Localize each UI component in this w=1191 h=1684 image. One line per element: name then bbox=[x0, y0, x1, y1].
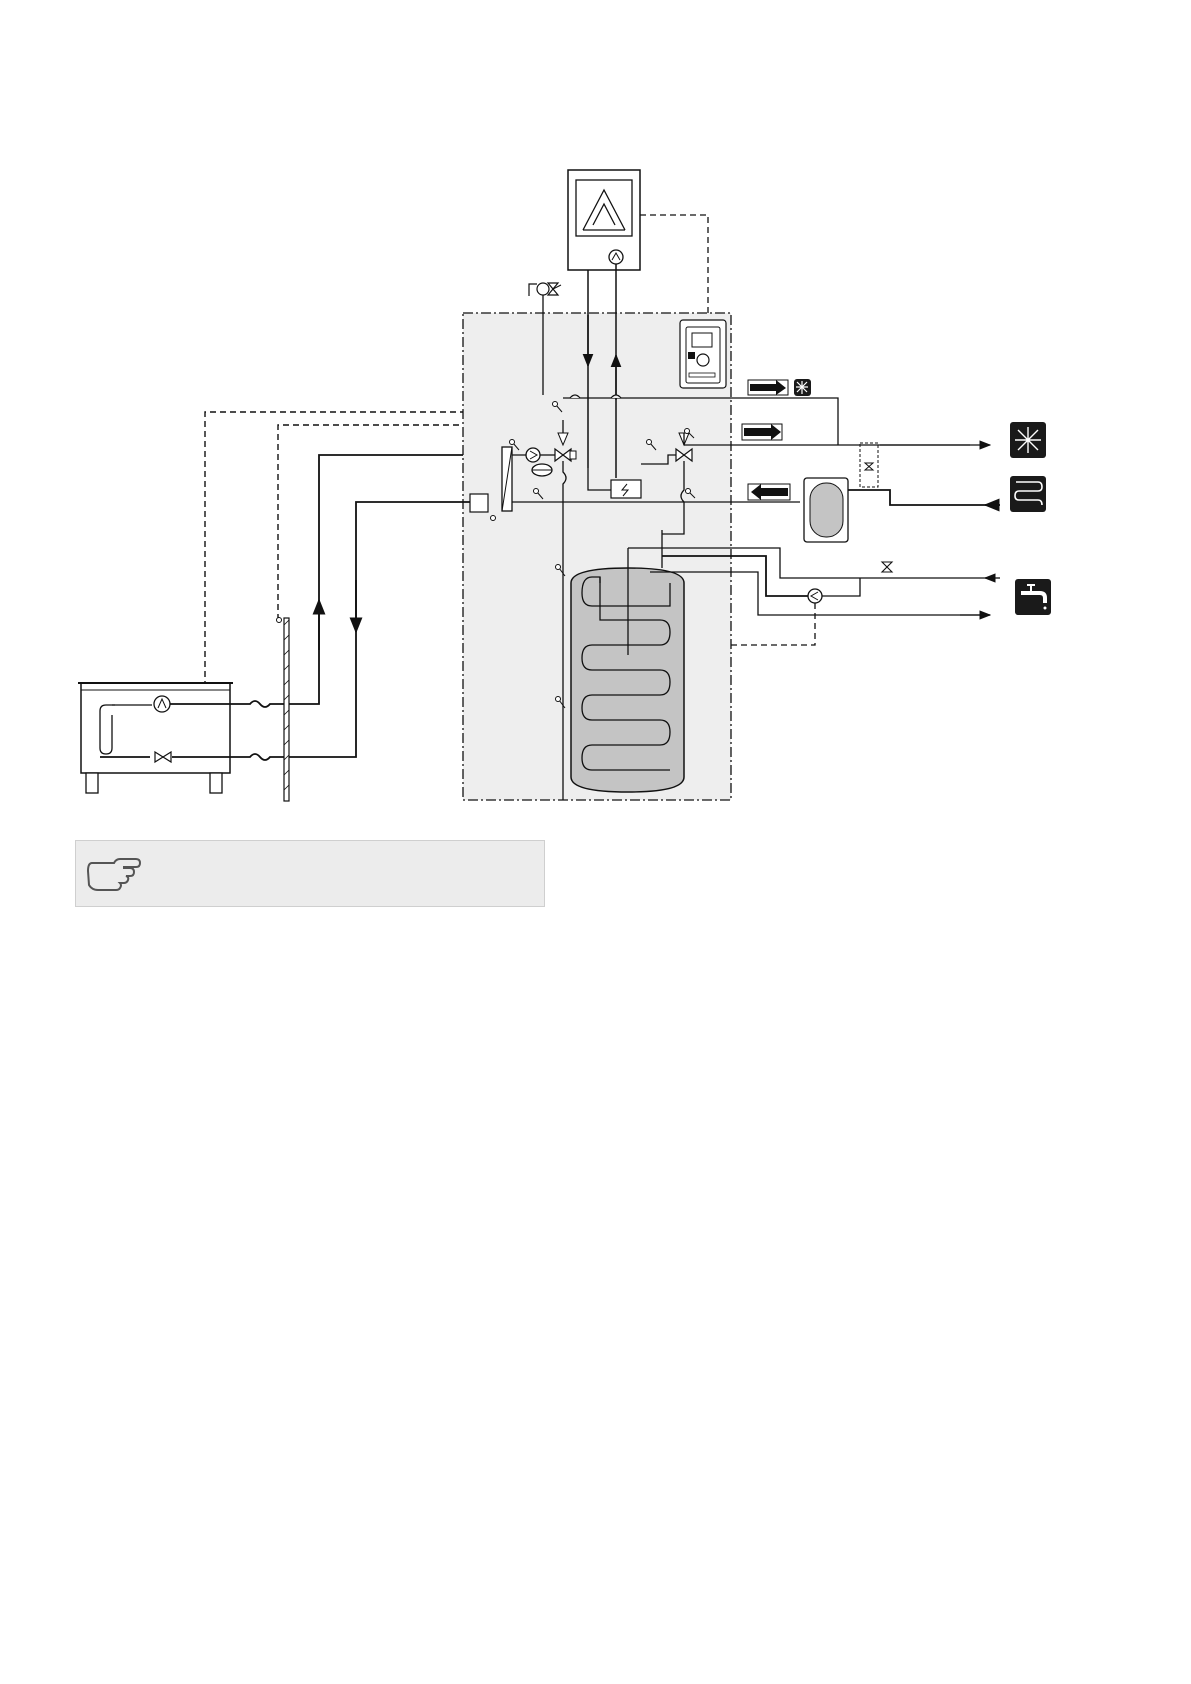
immersion-heater-icon bbox=[611, 480, 641, 498]
pointing-hand-icon bbox=[84, 851, 144, 893]
hot-water-tap-icon bbox=[1015, 579, 1051, 615]
outdoor-heat-pump-unit bbox=[568, 170, 640, 270]
brine-collector-unit bbox=[78, 683, 233, 793]
floor-heating-icon bbox=[1010, 476, 1046, 512]
mixing-valve-icon bbox=[882, 562, 892, 572]
cooling-flow-indicator bbox=[748, 379, 811, 396]
wall bbox=[284, 618, 289, 801]
return-flow-indicator bbox=[748, 484, 790, 500]
electric-heater-block bbox=[470, 494, 488, 512]
heating-flow-indicator bbox=[742, 424, 782, 440]
note-box bbox=[75, 840, 545, 907]
control-display-icon bbox=[680, 320, 726, 388]
cooling-output-icon bbox=[1010, 422, 1046, 458]
